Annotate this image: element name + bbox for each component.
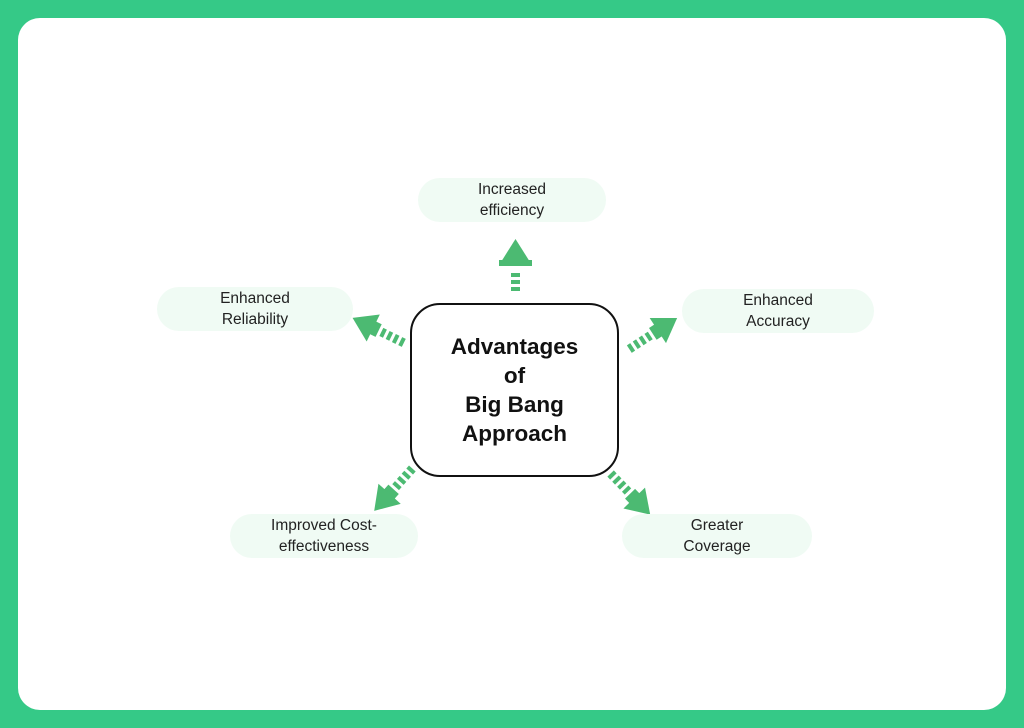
advantage-node-enhanced-accuracy: Enhanced Accuracy [682,289,874,333]
advantage-label-line: Improved Cost- [271,517,377,534]
advantage-label-line: Increased [477,181,547,198]
advantage-node-improved-cost-effectiveness: Improved Cost- effectiveness [230,514,418,558]
advantage-label-line: Coverage [683,538,751,555]
advantage-node-increased-efficiency: Increased efficiency [418,178,606,222]
advantage-label-line: Enhanced [220,290,290,307]
advantage-node-enhanced-reliability: Enhanced Reliability [157,287,353,331]
center-title-line: Big Bang [465,392,564,417]
advantage-label-line: Reliability [221,311,289,328]
advantage-label-line: Greater [690,517,744,534]
advantage-label-line: Enhanced [743,292,813,309]
center-title-line: Approach [461,421,567,446]
advantage-node-greater-coverage: Greater Coverage [622,514,812,558]
center-title-line: of [503,363,526,388]
advantage-label-line: Accuracy [746,313,810,330]
center-title-line: Advantages [450,334,579,359]
advantage-label-line: efficiency [479,202,545,219]
advantage-label-line: effectiveness [278,538,370,555]
center-node: Advantages of Big Bang Approach [410,303,619,477]
